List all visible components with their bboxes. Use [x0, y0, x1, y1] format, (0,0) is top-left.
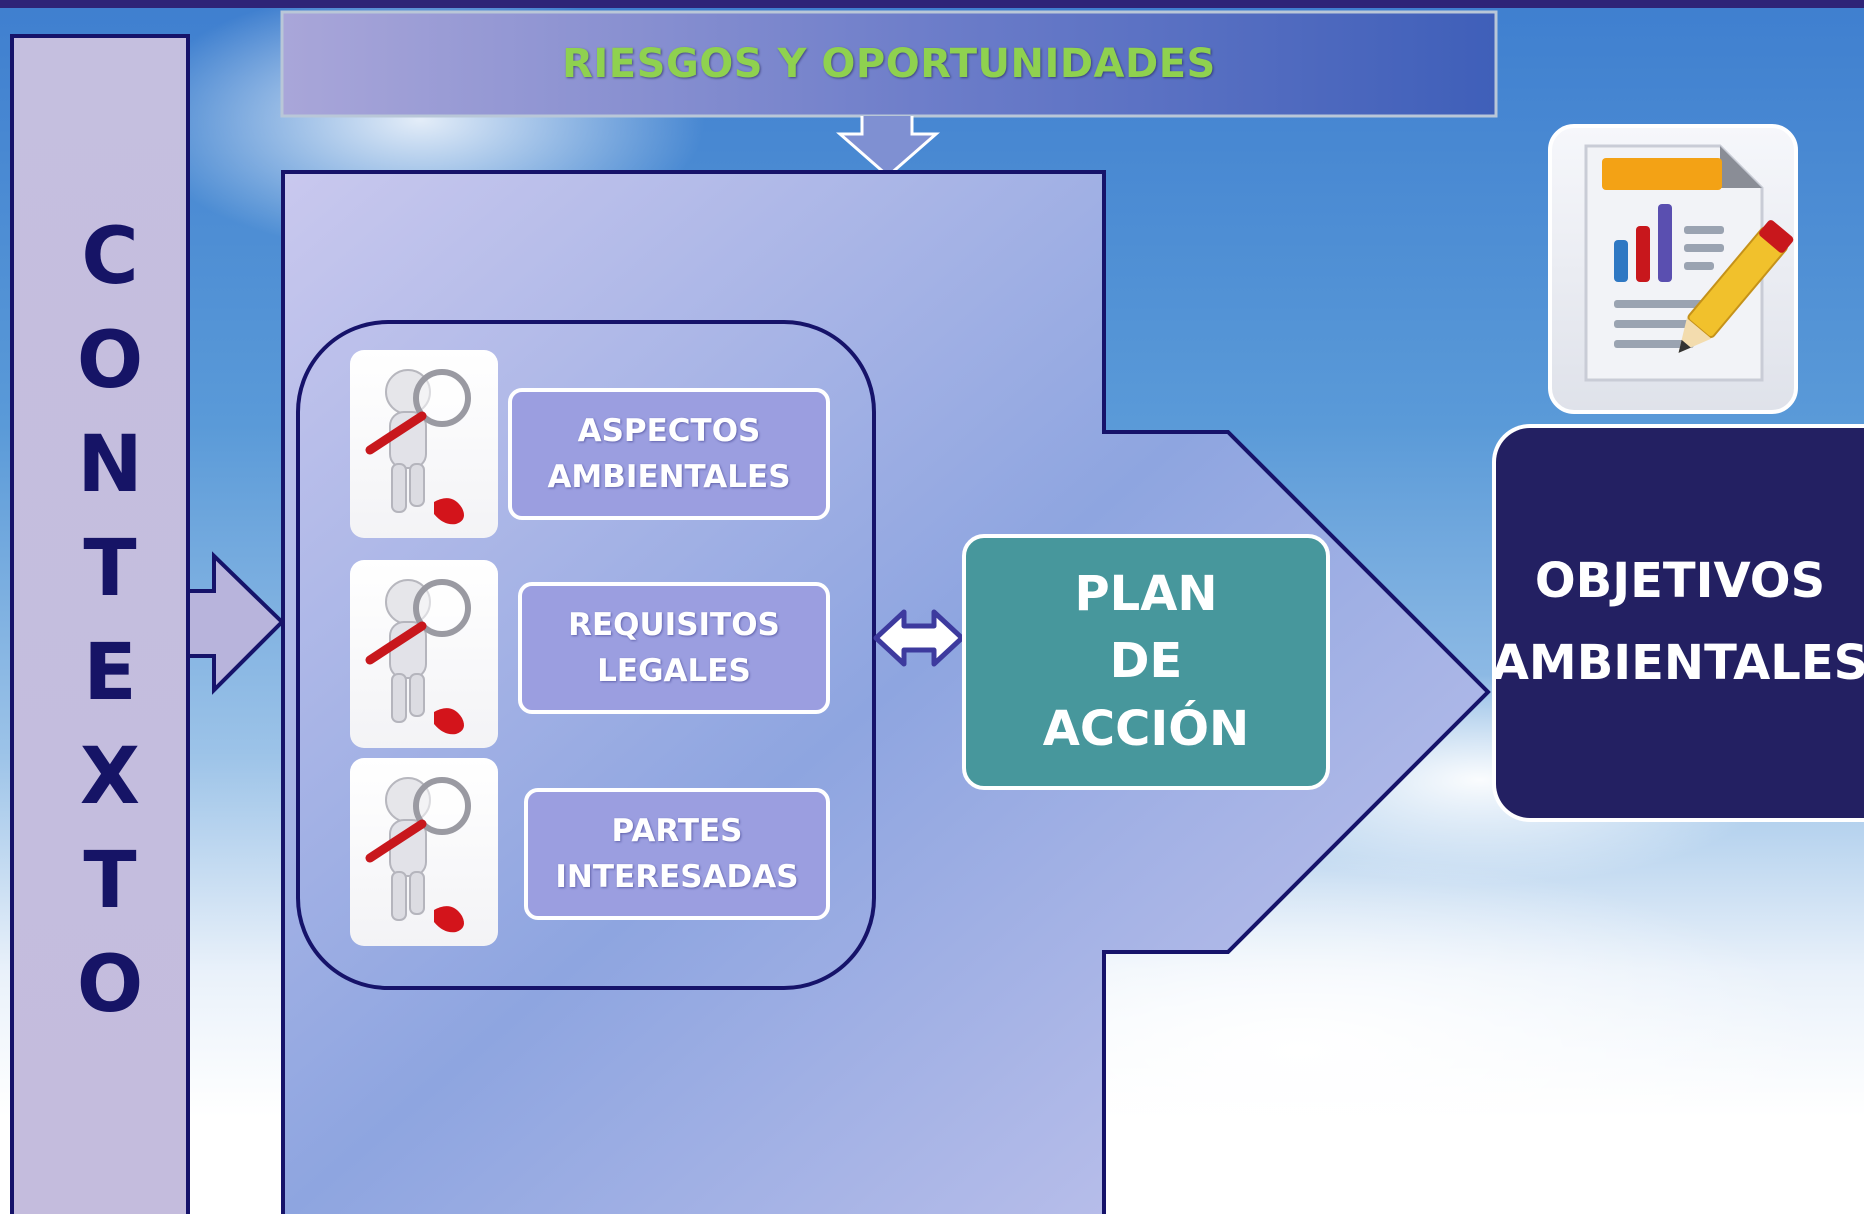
context-column: [10, 34, 190, 1214]
context-letter: T: [83, 836, 137, 926]
magnifier-figure-icon: [350, 560, 498, 748]
factor-aspectos-ambientales: ASPECTOS AMBIENTALES: [508, 388, 830, 520]
risks-title: RIESGOS Y OPORTUNIDADES: [562, 41, 1216, 87]
objetivos-ambientales-box: OBJETIVOS AMBIENTALES: [1492, 424, 1864, 822]
context-letter: T: [83, 524, 137, 614]
context-letter: X: [79, 732, 141, 822]
factor-requisitos-legales: REQUISITOS LEGALES: [518, 582, 830, 714]
risks-banner: [280, 10, 1498, 118]
context-letter: O: [76, 940, 144, 1030]
plan-de-accion-box: PLAN DE ACCIÓN: [962, 534, 1330, 790]
magnifier-figure-icon: [350, 758, 498, 946]
context-letter: O: [76, 316, 144, 406]
top-bar: [0, 0, 1864, 8]
banner-down-arrow: [836, 116, 940, 178]
context-letter: N: [77, 420, 143, 510]
factors-container: [296, 320, 876, 990]
factor-partes-interesadas: PARTES INTERESADAS: [524, 788, 830, 920]
context-letter: C: [81, 212, 139, 302]
context-letter: E: [83, 628, 137, 718]
magnifier-figure-icon: [350, 350, 498, 538]
context-arrow: [186, 551, 285, 695]
report-chart-pencil-icon: [1548, 124, 1798, 414]
